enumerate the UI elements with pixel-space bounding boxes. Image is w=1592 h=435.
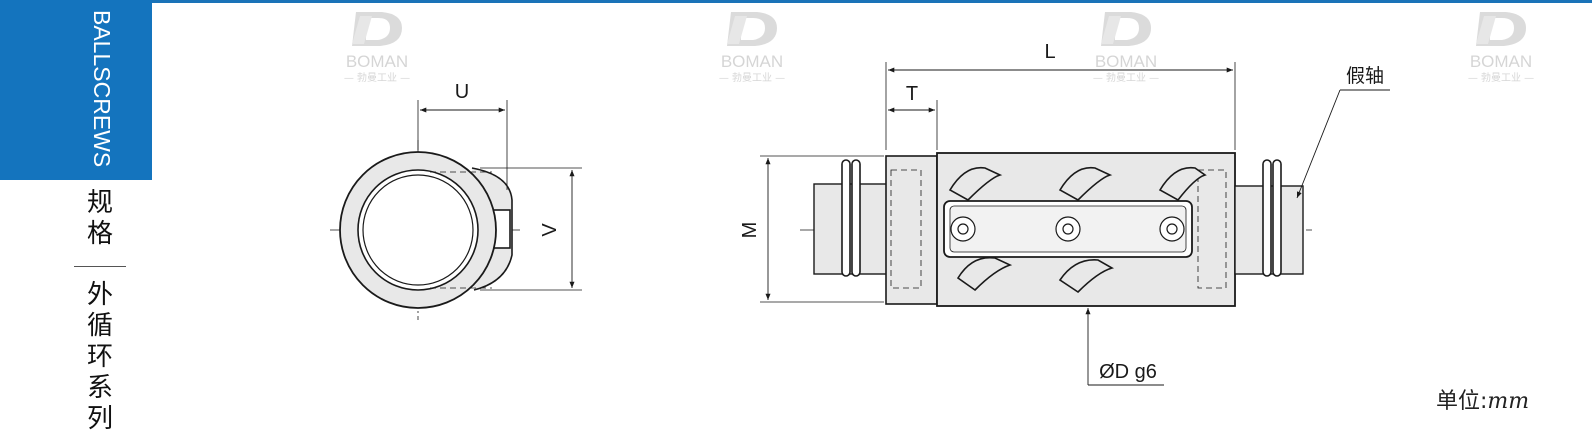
sidebar-divider: [74, 266, 126, 267]
dim-u-label: U: [455, 81, 469, 103]
watermark-sub: — 勃曼工业 —: [343, 73, 411, 84]
callout-leader: [1296, 89, 1341, 199]
dim-t-label: T: [906, 83, 918, 105]
watermark-logo: BOMAN — 勃曼工业 —: [697, 6, 807, 84]
watermark-brand: BOMAN: [1469, 52, 1533, 71]
watermark-sub: — 勃曼工业 —: [718, 73, 786, 84]
series-label: 外循环系列: [86, 280, 113, 434]
watermark-sub: — 勃曼工业 —: [1092, 73, 1160, 84]
unit-prefix: 单位:: [1436, 389, 1488, 414]
boman-logo-icon: [352, 12, 402, 46]
nut-bore-circle: [357, 169, 479, 291]
left-dummy-shaft: [813, 183, 889, 275]
watermark-sub: — 勃曼工业 —: [1467, 73, 1535, 84]
dim-l-label: L: [1044, 41, 1055, 63]
sidebar-category-tab[interactable]: BALLSCREWS: [0, 0, 152, 180]
boman-logo-icon: [727, 12, 777, 46]
side-view: [760, 62, 1390, 386]
watermark-logo: BOMAN — 勃曼工业 —: [1446, 6, 1556, 84]
spec-label: 规格: [86, 188, 113, 249]
top-rule: [0, 0, 1592, 3]
unit-note: 单位:mm: [1436, 383, 1529, 415]
sidebar-tab-label: BALLSCREWS: [89, 10, 115, 168]
watermark-brand: BOMAN: [720, 52, 784, 71]
dummy-shaft-callout: 假轴: [1346, 65, 1384, 87]
clamp-screw-icon: [950, 216, 1185, 242]
watermark-logo: BOMAN — 勃曼工业 —: [322, 6, 432, 84]
watermark-brand: BOMAN: [1094, 52, 1158, 71]
end-view: [330, 100, 582, 320]
left-retaining-ring: [841, 159, 861, 277]
dim-m-label: M: [739, 222, 761, 239]
boman-logo-icon: [1476, 12, 1526, 46]
nut-flange: [885, 155, 938, 305]
watermark-brand: BOMAN: [345, 52, 409, 71]
unit-value: mm: [1487, 389, 1530, 414]
dim-d-label: ØD g6: [1099, 361, 1157, 383]
boman-logo-icon: [1101, 12, 1151, 46]
right-retaining-ring: [1262, 159, 1282, 277]
watermark-logo: BOMAN — 勃曼工业 —: [1071, 6, 1181, 84]
dim-v-label: V: [539, 223, 561, 237]
return-tubes: [948, 166, 1207, 294]
shaft-circle: [362, 174, 474, 286]
